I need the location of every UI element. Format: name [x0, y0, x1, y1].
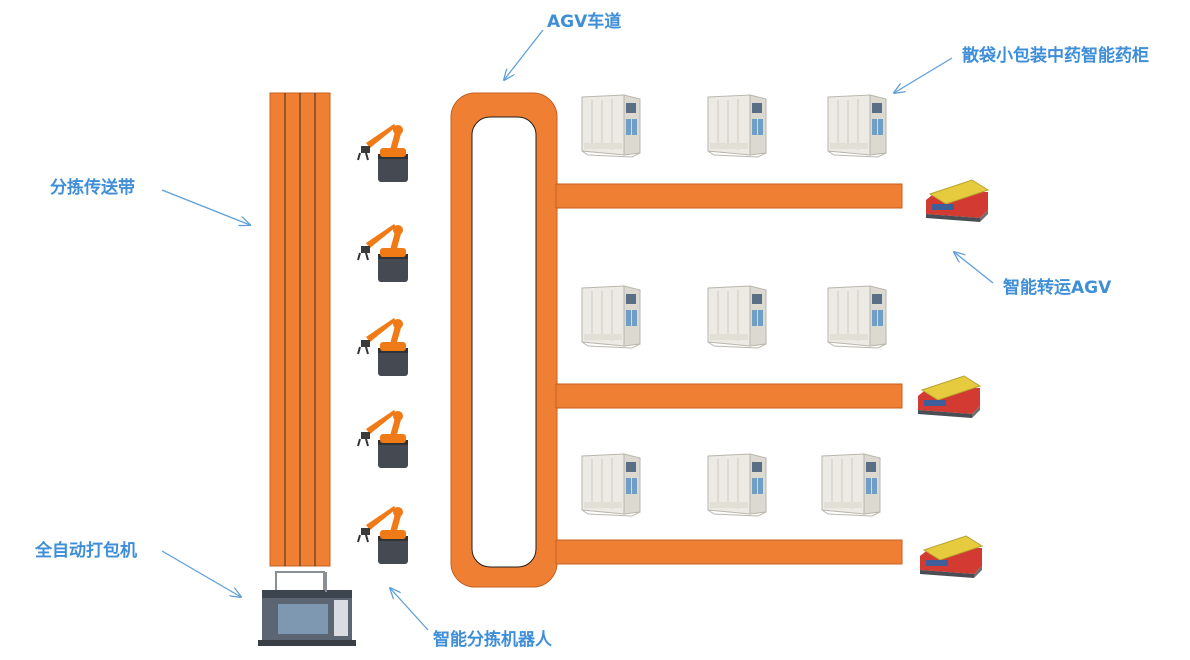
sorting-conveyor	[269, 92, 331, 567]
arrow-auto-packer	[161, 550, 241, 597]
arrow-agv-lane	[504, 29, 544, 80]
callout-arrows	[161, 29, 994, 631]
agv-icon	[919, 535, 983, 579]
branch-track-2	[555, 383, 903, 409]
agv-lane-loop	[450, 92, 558, 588]
agv-icon	[917, 375, 981, 419]
sorting-robot-icon	[357, 317, 409, 377]
medicine-cabinet-icon	[581, 94, 641, 158]
label-auto-packer: 全自动打包机	[34, 540, 137, 561]
medicine-cabinets	[581, 94, 887, 517]
label-smart-agv: 智能转运AGV	[1003, 277, 1112, 298]
arrow-medicine-cabinet	[894, 57, 953, 93]
sorting-robot-icon	[357, 505, 409, 565]
medicine-cabinet-icon	[581, 285, 641, 349]
arrow-sorting-robot	[390, 588, 429, 631]
sorting-robot-icon	[357, 409, 409, 469]
label-sorting-robot: 智能分拣机器人	[433, 629, 553, 650]
medicine-cabinet-icon	[707, 94, 767, 158]
label-agv-lane: AGV车道	[547, 11, 621, 32]
medicine-cabinet-icon	[821, 453, 881, 517]
label-sorting-conveyor: 分拣传送带	[50, 177, 135, 198]
medicine-cabinet-icon	[827, 94, 887, 158]
label-medicine-cabinet: 散袋小包装中药智能药柜	[962, 45, 1149, 66]
arrow-sorting-conveyor	[161, 189, 250, 225]
smart-agvs	[917, 179, 989, 579]
sorting-robot-icon	[357, 123, 409, 183]
agv-branch-tracks	[555, 183, 903, 565]
sorting-robots	[357, 123, 409, 565]
medicine-cabinet-icon	[707, 285, 767, 349]
branch-track-3	[555, 539, 903, 565]
agv-icon	[925, 179, 989, 223]
sorting-robot-icon	[357, 223, 409, 283]
medicine-cabinet-icon	[707, 453, 767, 517]
medicine-cabinet-icon	[827, 285, 887, 349]
arrow-smart-agv	[954, 252, 994, 284]
medicine-cabinet-icon	[581, 453, 641, 517]
branch-track-1	[555, 183, 903, 209]
packing-machine-icon	[258, 571, 356, 646]
